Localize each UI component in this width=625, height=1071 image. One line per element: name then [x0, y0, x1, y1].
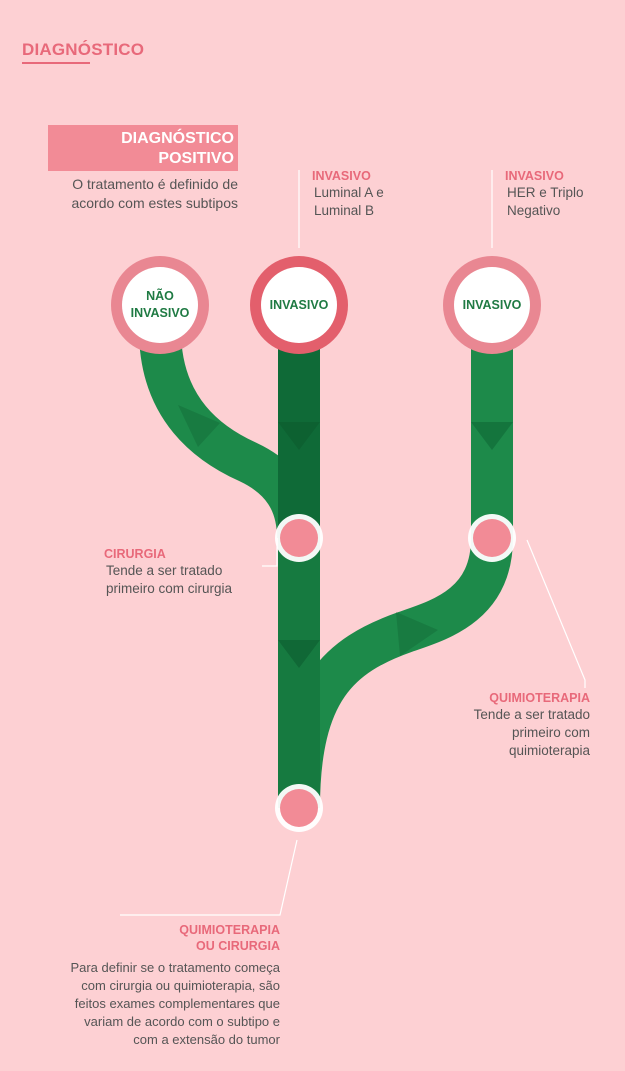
step-surgery-line2: primeiro com cirurgia — [106, 581, 233, 596]
branch-non-invasive — [139, 329, 319, 539]
node-either — [280, 789, 318, 827]
circle-non-invasive-label: NÃO INVASIVO — [122, 288, 198, 322]
node-surgery — [280, 519, 318, 557]
chevron-down-icon — [471, 422, 513, 450]
section-title: DIAGNÓSTICO — [22, 40, 145, 59]
circle-non-invasive-label-line1: NÃO — [146, 289, 174, 303]
circle-non-invasive — [122, 267, 198, 343]
chevron-down-icon — [278, 640, 320, 668]
step-chemo-line1: Tende a ser tratado — [473, 707, 590, 722]
positive-subtitle-line2: acordo com estes subtipos — [71, 195, 238, 211]
step-either-title-line2: OU CIRURGIA — [195, 939, 280, 953]
section-title-underline — [22, 62, 90, 64]
step-chemo-title: QUIMIOTERAPIA — [489, 691, 590, 705]
positive-title-line2: POSITIVO — [158, 150, 234, 167]
positive-title-line1: DIAGNÓSTICO — [121, 130, 234, 147]
chevron-down-icon — [178, 405, 220, 447]
subtype-luminal-line1: Luminal A e — [314, 185, 384, 200]
positive-subtitle-line1: O tratamento é definido de — [72, 176, 238, 192]
subtype-luminal: INVASIVO Luminal A e Luminal B — [312, 168, 384, 220]
connector-line-surgery — [262, 538, 278, 567]
circle-invasive-right — [454, 267, 530, 343]
step-surgery-title: CIRURGIA — [104, 547, 166, 561]
subtype-her-line2: Negativo — [507, 203, 561, 218]
subtype-luminal-title: INVASIVO — [312, 169, 371, 183]
positive-subtitle: O tratamento é definido de acordo com es… — [48, 175, 238, 213]
step-either-title-line1: QUIMIOTERAPIA — [179, 923, 280, 937]
step-chemo-line2: primeiro com — [511, 725, 590, 740]
subtype-her-title: INVASIVO — [505, 169, 564, 183]
connector-line-either — [120, 839, 298, 916]
positive-diagnosis-box: DIAGNÓSTICO POSITIVO — [48, 125, 238, 171]
connector-line-chemo — [526, 539, 586, 688]
step-either-line: variam de acordo com o subtipo e — [84, 1014, 280, 1029]
step-surgery: CIRURGIA Tende a ser tratado primeiro co… — [104, 546, 232, 598]
step-chemo-line3: quimioterapia — [508, 743, 590, 758]
step-either-line: com cirurgia ou quimioterapia, são — [81, 978, 280, 993]
circle-invasive-right-label: INVASIVO — [462, 298, 522, 312]
subtype-her-line1: HER e Triplo — [507, 185, 584, 200]
circle-invasive-center — [261, 267, 337, 343]
node-chemo — [473, 519, 511, 557]
subtype-luminal-line2: Luminal B — [314, 203, 375, 218]
chevron-down-icon — [396, 612, 438, 656]
step-chemo: QUIMIOTERAPIA Tende a ser tratado primei… — [430, 690, 590, 760]
chevron-down-icon — [278, 422, 320, 450]
step-either: QUIMIOTERAPIA OU CIRURGIA Para definir s… — [40, 922, 280, 1049]
step-either-line: feitos exames complementares que — [74, 996, 280, 1011]
step-either-line: Para definir se o tratamento começa — [70, 960, 280, 975]
branch-chemo-merge — [278, 536, 513, 809]
subtype-her: INVASIVO HER e Triplo Negativo — [505, 168, 584, 220]
step-surgery-line1: Tende a ser tratado — [106, 563, 223, 578]
circle-invasive-center-label: INVASIVO — [269, 298, 329, 312]
step-either-line: com a extensão do tumor — [133, 1032, 280, 1047]
circle-non-invasive-label-line2: INVASIVO — [130, 306, 190, 320]
